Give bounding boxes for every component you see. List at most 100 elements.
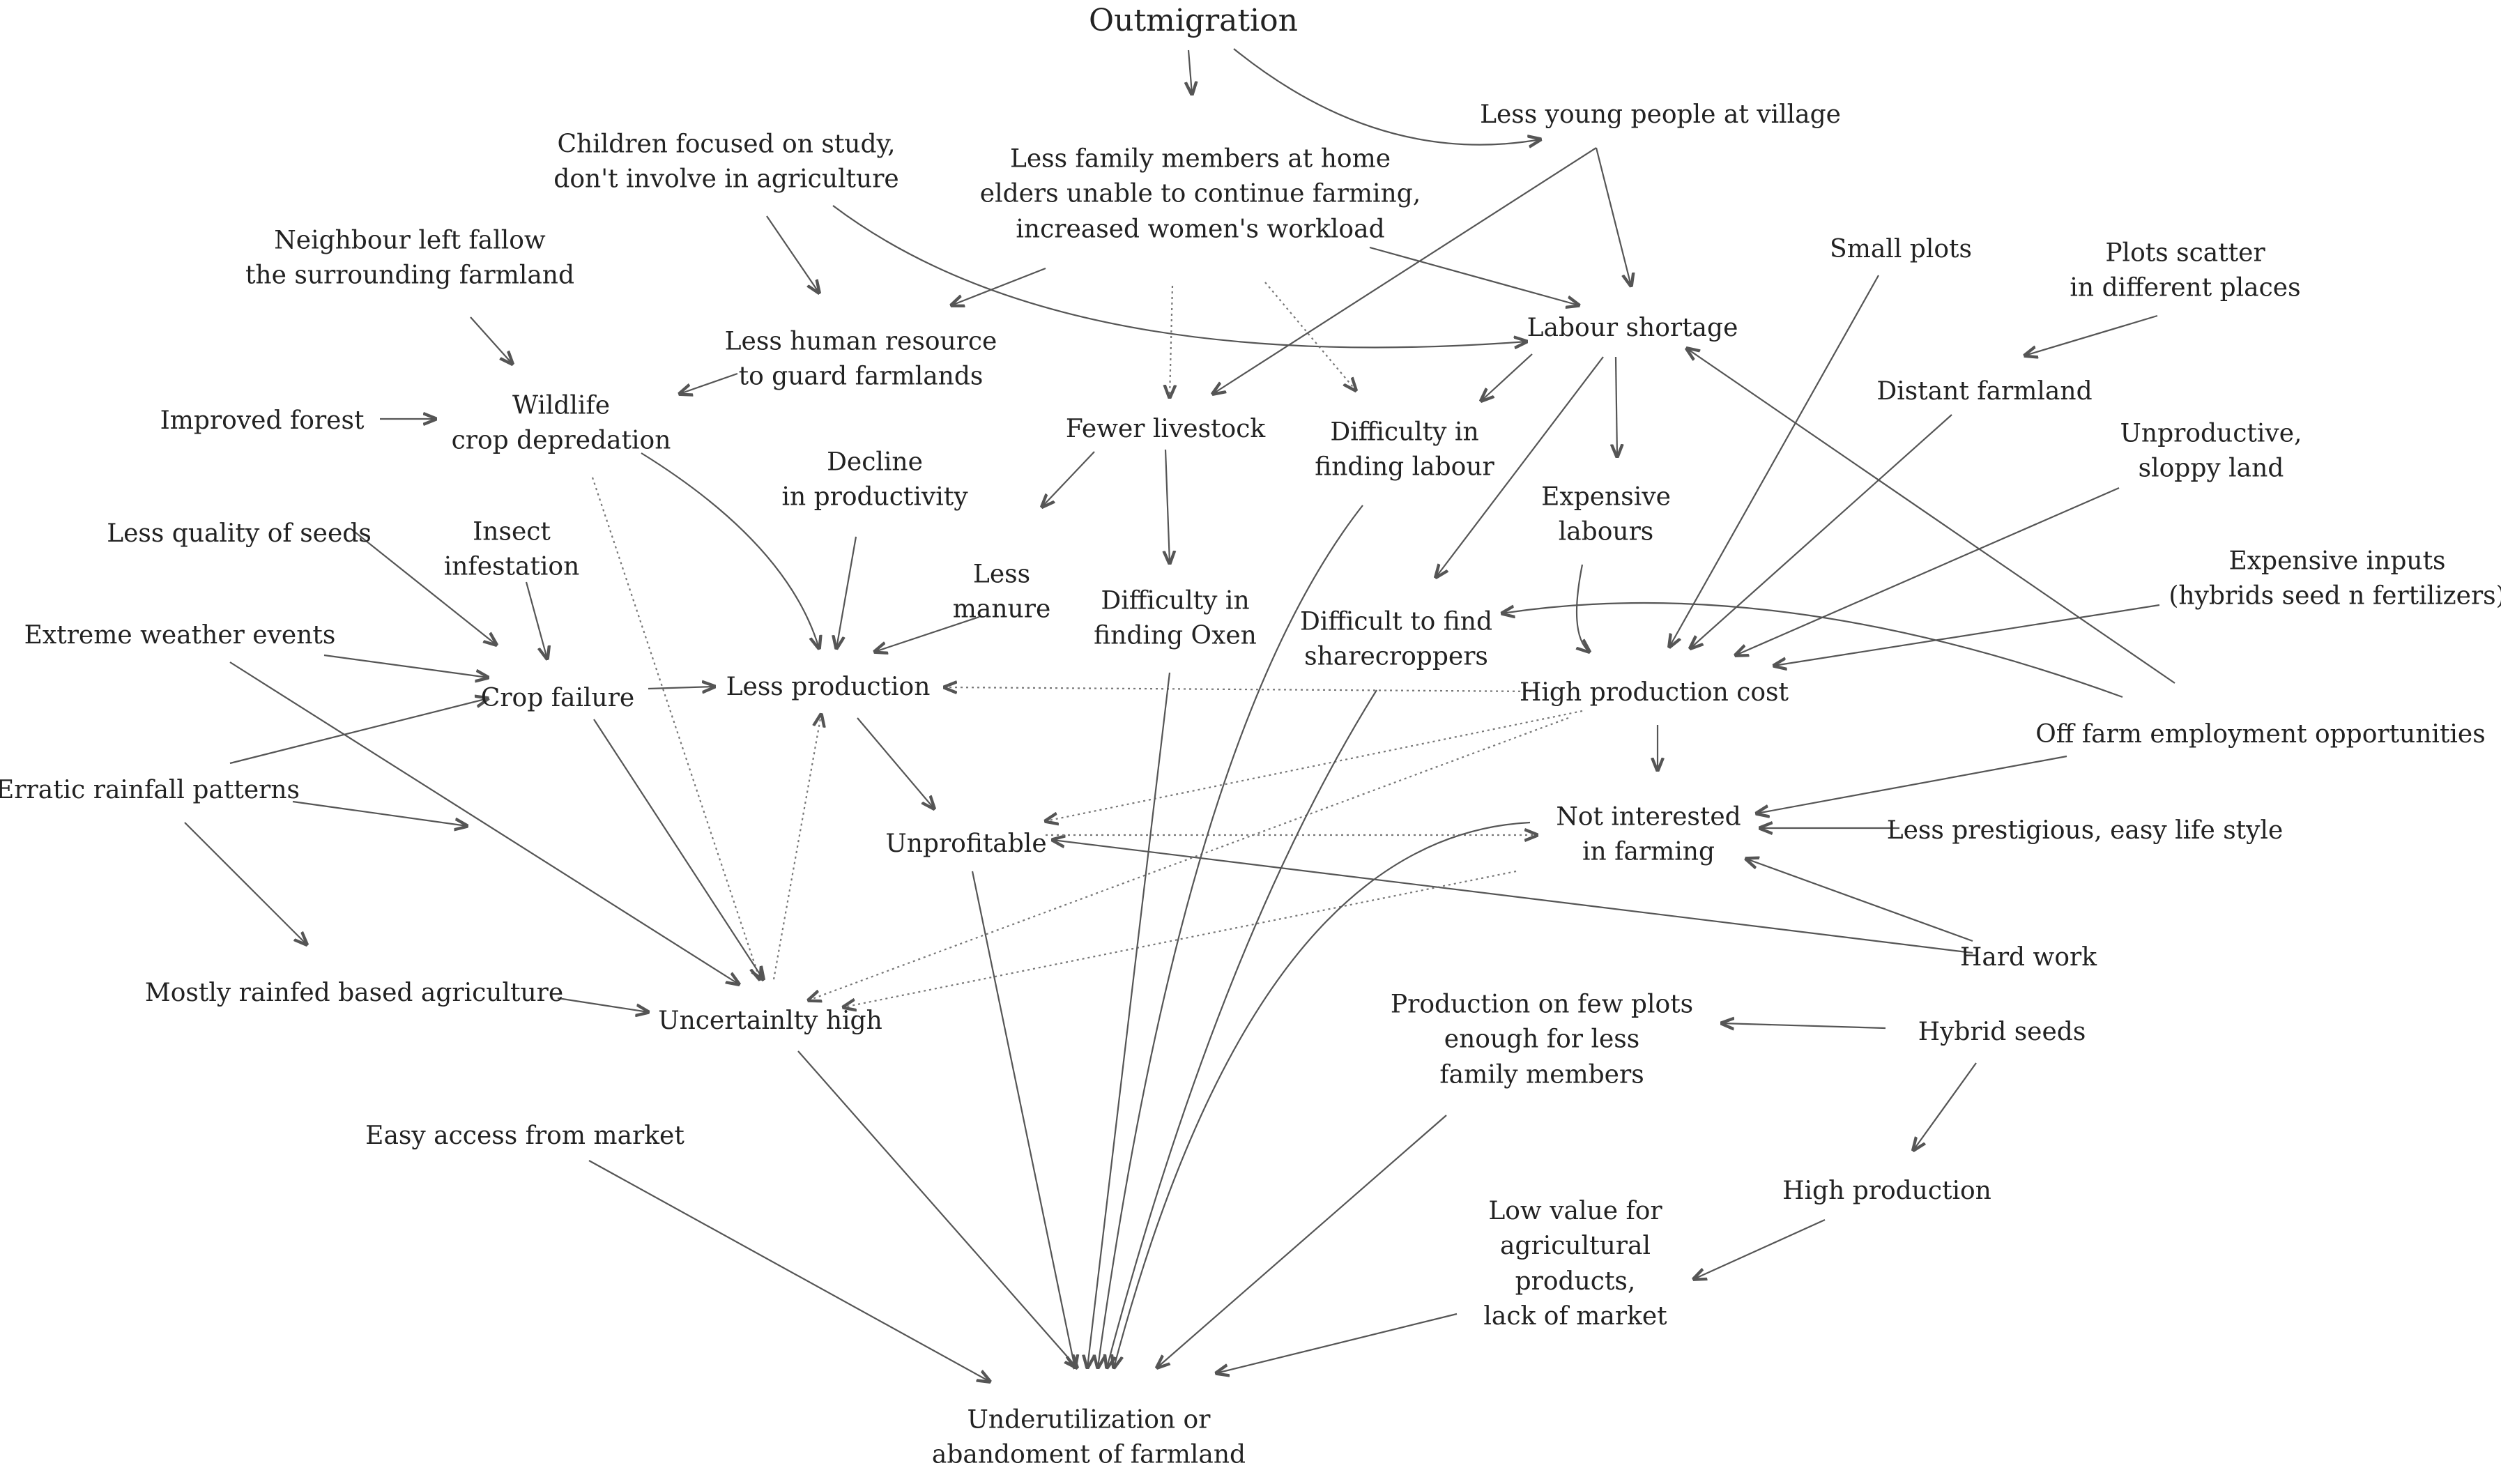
node-less-family-members: Less family members at home elders unabl… (979, 144, 1421, 244)
edge-high-cost-to-unprofitable (1046, 710, 1583, 821)
edge-hard-work-to-unprofitable (1053, 840, 1973, 954)
node-high-production-cost: High production cost (1520, 678, 1789, 707)
edge-expensive-labours-to-high-cost (1577, 564, 1589, 652)
edge-less-family-to-less-human (951, 267, 1046, 305)
edge-insect-to-crop-failure (525, 581, 547, 659)
node-underutilization: Underutilization or abandoment of farmla… (931, 1405, 1246, 1469)
edge-outmigration-down (1188, 49, 1192, 94)
node-low-value-agricultural: Low value for agricultural products, lac… (1483, 1197, 1667, 1331)
edge-less-young-to-fewer-livestock (1213, 147, 1597, 394)
edge-less-human-to-wildlife (680, 372, 738, 394)
edge-rainfed-to-uncertainty (557, 997, 648, 1012)
edge-less-manure-to-less-production (875, 615, 980, 652)
edge-few-plots-to-underutilization (1157, 1115, 1447, 1368)
edge-uncertainty-to-less-production (772, 714, 821, 980)
node-difficulty-finding-oxen: Difficulty in finding Oxen (1094, 586, 1257, 650)
edge-less-family-to-fewer-livestock (1170, 285, 1172, 397)
edge-unprofitable-to-underutilization (971, 871, 1075, 1368)
edge-high-cost-to-less-production (944, 687, 1538, 691)
node-unprofitable: Unprofitable (885, 829, 1047, 858)
node-easy-access-market: Easy access from market (365, 1121, 684, 1150)
edge-off-farm-to-labour-shortage (1687, 349, 2175, 684)
node-production-few-plots: Production on few plots enough for less … (1390, 990, 1694, 1089)
node-extreme-weather-events: Extreme weather events (24, 620, 336, 650)
edge-less-family-to-difficulty-labour (1264, 282, 1356, 390)
edge-off-farm-to-not-interested (1757, 755, 2067, 813)
edge-hybrid-seeds-to-high-production (1913, 1062, 1977, 1150)
node-not-interested-farming: Not interested in farming (1556, 802, 1741, 866)
edge-uncertainty-to-underutilization (797, 1050, 1077, 1368)
node-outmigration: Outmigration (1089, 3, 1298, 39)
node-less-young-people: Less young people at village (1480, 100, 1841, 129)
edge-crop-failure-to-uncertainty (593, 719, 763, 979)
edge-fewer-livestock-to-less-manure (1042, 451, 1095, 507)
edge-low-value-to-underutilization (1216, 1313, 1458, 1373)
edge-high-production-to-low-value (1694, 1218, 1826, 1279)
node-difficulty-finding-labour: Difficulty in finding labour (1315, 418, 1494, 482)
edge-easy-access-to-underutilization (588, 1160, 990, 1382)
node-less-human-resource: Less human resource to guard farmlands (724, 327, 997, 391)
edge-decline-to-less-production (836, 536, 857, 648)
node-expensive-labours: Expensive labours (1541, 482, 1671, 546)
edge-high-cost-to-uncertainty (809, 717, 1569, 1000)
edge-fewer-livestock-to-difficulty-oxen (1165, 449, 1170, 563)
node-less-production: Less production (726, 672, 931, 701)
edge-labour-shortage-to-sharecroppers (1436, 356, 1604, 577)
node-improved-forest: Improved forest (160, 406, 365, 435)
edge-labour-shortage-to-expensive-labours (1616, 356, 1617, 457)
node-expensive-inputs: Expensive inputs (hybrids seed n fertili… (2169, 546, 2501, 611)
node-less-manure: Less manure (952, 560, 1051, 624)
edge-expensive-inputs-to-high-cost (1774, 604, 2160, 666)
node-hard-work: Hard work (1959, 942, 2097, 972)
edge-not-interested-to-underutilization (1114, 821, 1531, 1368)
edge-hybrid-seeds-to-few-plots (1722, 1023, 1886, 1028)
edge-difficulty-oxen-to-underutilization (1087, 672, 1171, 1368)
edge-crop-failure-to-less-production (648, 687, 714, 689)
edge-unproductive-to-high-cost (1736, 487, 2120, 655)
edge-less-family-to-labour-shortage (1369, 246, 1579, 305)
node-small-plots: Small plots (1830, 234, 1972, 263)
edge-labour-shortage-to-difficulty-labour (1481, 353, 1533, 401)
node-wildlife-crop-depredation: Wildlife crop depredation (451, 391, 671, 455)
edge-difficulty-labour-to-underutilization (1098, 505, 1363, 1368)
node-insect-infestation: Insect infestation (443, 517, 580, 581)
edge-wildlife-to-less-production (641, 452, 819, 648)
node-fewer-livestock: Fewer livestock (1065, 414, 1266, 443)
edge-erratic-rainfall-to-crop-failure (229, 698, 488, 765)
node-less-quality-seeds: Less quality of seeds (107, 519, 372, 548)
node-erratic-rainfall: Erratic rainfall patterns (0, 775, 300, 804)
node-neighbour-left-fallow: Neighbour left fallow the surrounding fa… (245, 226, 575, 290)
edge-sharecroppers-to-underutilization (1107, 689, 1377, 1368)
node-children-focused-on-study: Children focused on study, don't involve… (553, 130, 899, 194)
edge-outmigration-to-less-young (1233, 48, 1540, 145)
edge-less-young-to-labour-shortage (1595, 147, 1631, 286)
node-high-production: High production (1782, 1176, 1991, 1205)
edge-children-to-less-human (766, 215, 819, 293)
edge-small-plots-to-high-cost (1669, 275, 1879, 647)
edge-extreme-weather-to-uncertainty (229, 661, 739, 984)
node-crop-failure: Crop failure (480, 683, 635, 712)
edge-distant-farmland-to-high-cost (1690, 414, 1952, 648)
node-uncertainty-high: Uncertainlty high (658, 1006, 882, 1035)
node-labour-shortage: Labour shortage (1527, 313, 1738, 342)
edge-plots-scatter-to-distant-farmland (2025, 314, 2158, 355)
edge-less-quality-seeds-to-crop-failure (351, 529, 496, 645)
node-off-farm-employment: Off farm employment opportunities (2035, 719, 2486, 749)
node-plots-scatter: Plots scatter in different places (2070, 238, 2301, 303)
node-mostly-rainfed: Mostly rainfed based agriculture (144, 978, 564, 1007)
edge-neighbour-to-wildlife (470, 316, 512, 364)
edge-erratic-rainfall-to-uncertainty-top (292, 800, 467, 826)
node-unproductive-sloppy-land: Unproductive, sloppy land (2120, 419, 2302, 483)
edge-less-production-to-unprofitable (857, 717, 934, 809)
node-less-prestigious: Less prestigious, easy life style (1886, 816, 2284, 845)
edge-off-farm-to-sharecroppers (1502, 602, 2123, 698)
node-distant-farmland: Distant farmland (1876, 376, 2093, 406)
edge-extreme-weather-to-crop-failure (323, 654, 488, 678)
edge-children-to-labour-shortage (832, 205, 1527, 347)
node-difficult-find-sharecroppers: Difficult to find sharecroppers (1299, 607, 1493, 671)
edge-erratic-rainfall-to-rainfed (184, 822, 307, 944)
node-hybrid-seeds: Hybrid seeds (1918, 1017, 2086, 1046)
edge-hard-work-to-not-interested (1746, 859, 1973, 942)
